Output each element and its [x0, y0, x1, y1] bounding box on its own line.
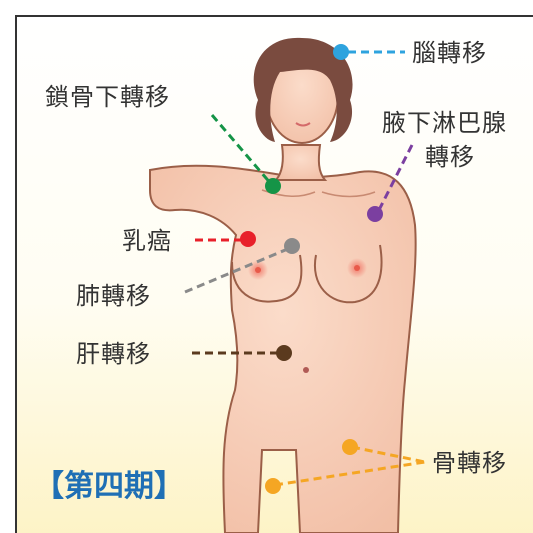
- left-nipple: [255, 267, 261, 273]
- axillary-label-line1: 腋下淋巴腺: [382, 110, 507, 136]
- supraclavicular-dot: [265, 178, 281, 194]
- bone-dot-upper: [342, 439, 358, 455]
- breast-label: 乳癌: [122, 228, 172, 254]
- navel: [303, 367, 309, 373]
- supraclavicular-label: 鎖骨下轉移: [45, 84, 170, 110]
- liver-dot: [276, 345, 292, 361]
- brain-dot: [333, 44, 349, 60]
- brain-label: 腦轉移: [412, 40, 487, 66]
- axillary-dot: [367, 206, 383, 222]
- lung-dot: [284, 238, 300, 254]
- stage-label: 【第四期】: [34, 470, 184, 504]
- liver-label: 肝轉移: [76, 341, 151, 367]
- lung-label: 肺轉移: [76, 283, 151, 309]
- right-nipple: [354, 265, 360, 271]
- breast-dot: [240, 231, 256, 247]
- bone-dot-lower: [265, 478, 281, 494]
- bone-label: 骨轉移: [432, 450, 507, 476]
- axillary-label-line2: 轉移: [425, 144, 475, 170]
